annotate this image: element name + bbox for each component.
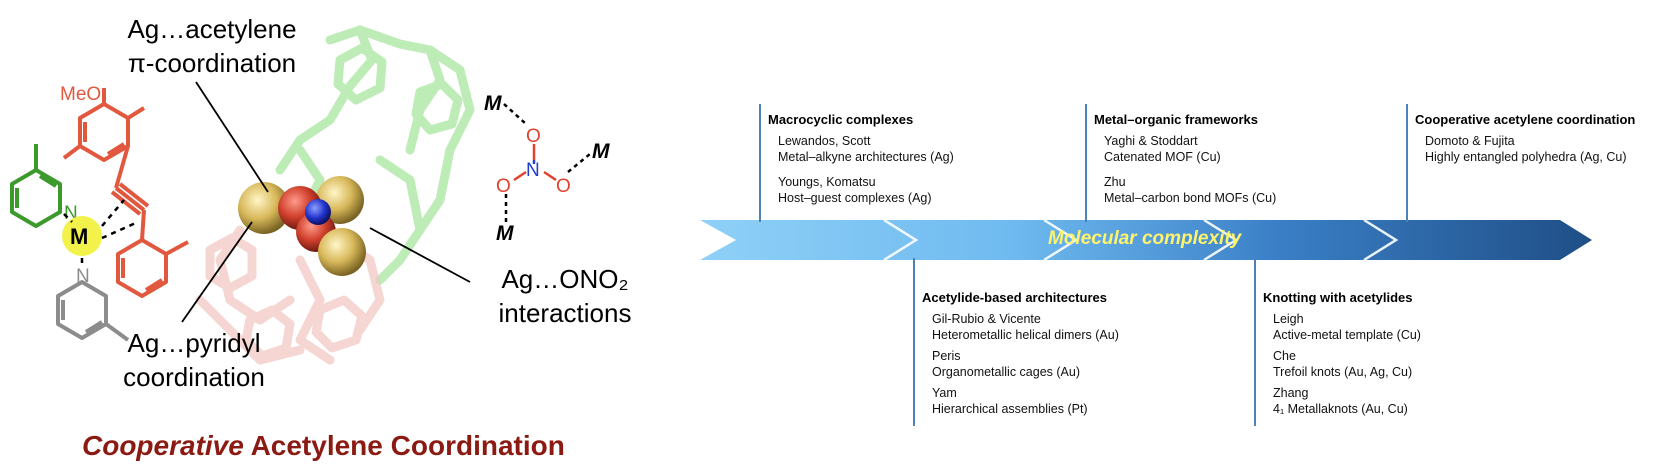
entry-work: Active-metal template (Cu) [1273, 328, 1421, 342]
entry-authors: Zhu [1104, 175, 1126, 189]
metal-center-highlight [62, 216, 102, 256]
methoxy-label: MeO [60, 84, 101, 105]
entry-authors: Yaghi & Stoddart [1104, 134, 1198, 148]
entry-authors: Yam [932, 386, 957, 400]
figure-title-rest: Acetylene Coordination [243, 430, 565, 461]
entry-work: 4₁ Metallaknots (Au, Cu) [1273, 402, 1408, 416]
entry-authors: Che [1273, 349, 1296, 363]
callout-ono2-interactions: Ag…ONO₂ interactions [470, 262, 660, 330]
era-divider-4 [1254, 258, 1256, 426]
entry-authors: Gil-Rubio & Vicente [932, 312, 1041, 326]
callout-pyridyl-line1: Ag…pyridyl [127, 328, 261, 358]
list-item: Leigh Active-metal template (Cu) [1273, 311, 1421, 343]
figure-title: Cooperative Acetylene Coordination [82, 430, 565, 462]
list-item: Peris Organometallic cages (Au) [932, 348, 1119, 380]
silver-nitrate-spheres [238, 176, 366, 276]
era-acetylide: Acetylide-based architectures Gil-Rubio … [922, 290, 1119, 417]
nitrate-o-right: O [556, 176, 571, 197]
entry-authors: Youngs, Komatsu [778, 175, 876, 189]
list-item: Youngs, Komatsu Host–guest complexes (Ag… [778, 174, 954, 206]
arrow-body [700, 220, 1592, 260]
era-knotting: Knotting with acetylides Leigh Active-me… [1263, 290, 1421, 417]
list-item: Che Trefoil knots (Au, Ag, Cu) [1273, 348, 1421, 380]
nitrate-metal-right: M [592, 140, 610, 163]
arrow-label: Molecular complexity [1048, 228, 1242, 249]
nitrate-o-top: O [526, 126, 541, 147]
entry-authors: Lewandos, Scott [778, 134, 871, 148]
era-title: Acetylide-based architectures [922, 290, 1107, 305]
figure-title-emphasis: Cooperative [82, 430, 244, 461]
entry-work: Catenated MOF (Cu) [1104, 150, 1221, 164]
list-item: Zhu Metal–carbon bond MOFs (Cu) [1104, 174, 1276, 206]
callout-acetylene-coordination: Ag…acetylene π-coordination [112, 12, 312, 80]
list-item: Gil-Rubio & Vicente Heterometallic helic… [932, 311, 1119, 343]
red-aryl-alkyne [62, 88, 189, 298]
era-divider-5 [1406, 104, 1408, 222]
nitrate-metal-top: M [484, 92, 502, 115]
entry-work: Metal–alkyne architectures (Ag) [778, 150, 954, 164]
entry-work: Organometallic cages (Au) [932, 365, 1080, 379]
grey-pyridine-ring [56, 280, 130, 342]
nitrate-metal-bottom: M [496, 222, 514, 245]
pyridine-n-label-grey: N [76, 266, 90, 287]
callout-acetylene-line2: π-coordination [127, 48, 297, 78]
nitrate-motif [503, 103, 591, 222]
callout-pyridyl-line2: coordination [123, 362, 265, 392]
nitrate-o-left: O [496, 176, 511, 197]
list-item: Domoto & Fujita Highly entangled polyhed… [1425, 133, 1635, 165]
entry-work: Highly entangled polyhedra (Ag, Cu) [1425, 150, 1627, 164]
era-divider-1 [759, 104, 761, 222]
callout-ono2-line1: Ag…ONO₂ [501, 264, 629, 294]
era-divider-3 [1085, 104, 1087, 222]
list-item: Lewandos, Scott Metal–alkyne architectur… [778, 133, 954, 165]
chemical-structure-figure: N N MeO M [10, 25, 610, 365]
era-title: Metal–organic frameworks [1094, 112, 1259, 127]
era-divider-2 [913, 258, 915, 426]
arrow-chevron-dividers [883, 218, 1399, 262]
entry-work: Trefoil knots (Au, Ag, Cu) [1273, 365, 1413, 379]
era-title: Macrocyclic complexes [768, 112, 914, 127]
entry-work: Hierarchical assemblies (Pt) [932, 402, 1088, 416]
list-item: Yaghi & Stoddart Catenated MOF (Cu) [1104, 133, 1276, 165]
entry-authors: Peris [932, 349, 961, 363]
metal-coordination-bonds [63, 199, 139, 268]
era-macrocyclic: Macrocyclic complexes Lewandos, Scott Me… [768, 112, 954, 206]
nitrate-n-center: N [526, 160, 540, 181]
callout-pyridyl-coordination: Ag…pyridyl coordination [104, 326, 284, 394]
era-mofs: Metal–organic frameworks Yaghi & Stoddar… [1094, 112, 1276, 206]
callout-leader-lines [181, 81, 471, 323]
callout-acetylene-line1: Ag…acetylene [127, 14, 297, 44]
list-item: Zhang 4₁ Metallaknots (Au, Cu) [1273, 385, 1421, 417]
crystal-model-ghost-bonds [195, 25, 475, 365]
entry-work: Heterometallic helical dimers (Au) [932, 328, 1119, 342]
green-pyridine-ring [10, 144, 62, 228]
complexity-arrow [700, 218, 1592, 262]
era-title: Cooperative acetylene coordination [1415, 112, 1636, 127]
callout-ono2-line2: interactions [498, 298, 632, 328]
entry-work: Metal–carbon bond MOFs (Cu) [1104, 191, 1277, 205]
era-title: Knotting with acetylides [1263, 290, 1413, 305]
entry-work: Host–guest complexes (Ag) [778, 191, 932, 205]
entry-authors: Zhang [1273, 386, 1309, 400]
entry-authors: Leigh [1273, 312, 1304, 326]
metal-center-label: M [70, 224, 88, 249]
entry-authors: Domoto & Fujita [1425, 134, 1515, 148]
era-cooperative: Cooperative acetylene coordination Domot… [1415, 112, 1635, 165]
list-item: Yam Hierarchical assemblies (Pt) [932, 385, 1119, 417]
